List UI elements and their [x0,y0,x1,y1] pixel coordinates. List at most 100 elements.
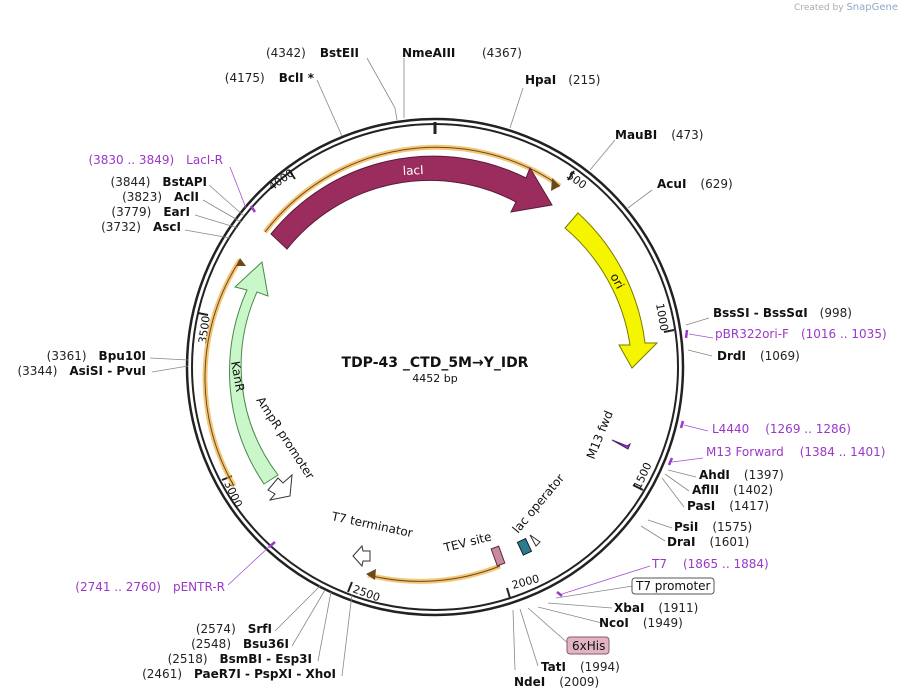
site-pos: (2009) [559,675,599,689]
site-name: BstEII [320,46,359,60]
bsssi-site[interactable]: BssSI - BssSαI (998) [713,306,852,320]
site-pos: (1402) [733,483,773,497]
primer-range: (1865 .. 1884) [683,557,769,571]
m13-fwd-primer[interactable] [611,439,632,450]
site-name: AhdI [699,468,730,482]
site-pos: (1601) [709,535,749,549]
ruler-label: 500 [564,169,589,192]
site-pos: (3732) [101,220,141,234]
bcli-site[interactable]: (4175)BclI * [225,71,315,85]
his-tag-box[interactable] [566,636,610,655]
site-name: BclI * [279,71,315,85]
laci-feature[interactable] [270,155,553,250]
site-name: PsiI [674,520,698,534]
drdi-site[interactable]: DrdI (1069) [717,349,800,363]
acli-site[interactable]: (3823)AclI [122,190,199,204]
site-pos: (3361) [47,349,87,363]
ruler-label: 1000 [653,302,671,332]
hpai-site[interactable]: HpaI(215) [525,73,600,87]
paer7i-site[interactable]: (2461)PaeR7I - PspXI - XhoI [142,667,336,681]
bpu10i-site[interactable]: (3361)Bpu10I [47,349,146,363]
srfi-site[interactable]: (2574)SrfI [196,622,272,636]
asisi-site[interactable]: (3344)AsiSI - PvuI [17,364,146,378]
site-pos: (3844) [111,175,151,189]
nmeaiii-site[interactable]: NmeAIII [402,46,455,60]
lac-operator-label: lac operator [510,471,568,536]
site-name: AflII [692,483,719,497]
tev-site-box[interactable] [490,545,506,567]
aflii-site[interactable]: AflII (1402) [692,483,773,497]
site-name: DraI [667,535,695,549]
l4440-primer[interactable]: L4440(1269 .. 1286) [712,422,851,436]
nmeaiii-pos: (4367) [482,46,522,60]
t7-promoter-box[interactable] [631,577,715,595]
xbai-site[interactable]: XbaI(1911) [614,601,698,615]
site-name: XbaI [614,601,644,615]
kanr-feature[interactable] [229,261,279,485]
ruler-tick [347,581,353,593]
site-pos: (2461) [142,667,182,681]
site-name: Bsu36I [243,637,289,651]
primer-range: (3830 .. 3849) [88,153,174,167]
pasi-site[interactable]: PasI(1417) [687,499,769,513]
m13-forward-primer[interactable]: M13 Forward(1384 .. 1401) [706,445,885,459]
laci-orf [264,146,561,233]
site-name: BssSI - BssSαI [713,306,808,320]
asci-site[interactable]: (3732)AscI [101,220,181,234]
drai-site[interactable]: DraI (1601) [667,535,749,549]
t7-promoter-label: T7 promoter [635,579,711,593]
pbr322ori-f-primer[interactable]: pBR322ori-F(1016 .. 1035) [715,327,887,341]
site-name: DrdI [717,349,746,363]
site-pos: (1575) [712,520,752,534]
primer-name: M13 Forward [706,445,784,459]
t7-primer[interactable]: T7(1865 .. 1884) [651,557,769,571]
ampr-promoter-arrow[interactable] [267,473,293,501]
t7-terminator-arrow[interactable] [352,544,371,568]
bsteii-site[interactable]: (4342)BstEII [266,46,359,60]
site-name: MauBI [615,128,657,142]
ori-feature[interactable] [564,212,659,369]
tati-site[interactable]: TatI(1994) [541,660,620,674]
bstapi-site[interactable]: (3844)BstAPI [111,175,207,189]
bsu36i-site[interactable]: (2548) Bsu36I [191,637,289,651]
site-name: NcoI [599,616,629,630]
psii-site[interactable]: PsiI (1575) [674,520,752,534]
site-pos: (1069) [760,349,800,363]
laci-orf-arrow [551,178,560,191]
site-pos: (2574) [196,622,236,636]
site-name: EarI [163,205,190,219]
plasmid-name: TDP-43 _CTD_5M→Y_IDR [342,355,529,371]
site-pos: (473) [671,128,703,142]
site-pos: (2548) [191,637,231,651]
site-pos: (998) [820,306,852,320]
watermark-brand: SnapGene [846,2,898,13]
ncoi-site[interactable]: NcoI (1949) [599,616,683,630]
site-pos: (1949) [643,616,683,630]
ori-label: ori [607,271,627,291]
ruler-tick [663,329,675,333]
ahdi-site[interactable]: AhdI(1397) [699,468,784,482]
primer-name: LacI-R [186,153,223,167]
kanr-orf [204,259,241,487]
site-name: HpaI [525,73,556,87]
site-pos: (629) [700,177,732,191]
site-name: AcuI [657,177,686,191]
lac-operator-box[interactable] [516,537,533,556]
t7-mark [556,591,563,597]
ruler-tick [567,170,575,181]
leader-lines [149,57,714,677]
plasmid-size: 4452 bp [412,372,457,385]
eari-site[interactable]: (3779)EarI [111,205,190,219]
ndei-site[interactable]: NdeI(2009) [514,675,599,689]
his-orf-arrow [366,569,376,580]
site-name: PasI [687,499,715,513]
laci-r-primer[interactable]: (3830 .. 3849) LacI-R [88,153,223,167]
bsmbi-site[interactable]: (2518)BsmBI - Esp3I [168,652,312,666]
kanr-orf-arrow [236,258,246,266]
maubi-site[interactable]: MauBI (473) [615,128,703,142]
acui-site[interactable]: AcuI (629) [657,177,733,191]
pentr-r-primer[interactable]: (2741 .. 2760)pENTR-R [75,580,225,594]
his-tag-label: 6xHis [572,639,605,653]
site-name: AclI [174,190,199,204]
